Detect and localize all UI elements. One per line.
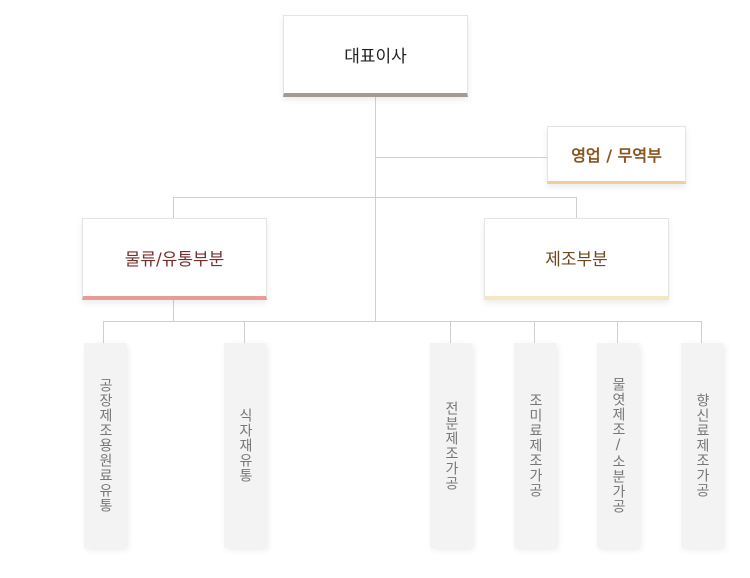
unit-box: 식자재유통 — [224, 343, 266, 548]
connector-line — [244, 321, 245, 343]
ceo-box: 대표이사 — [283, 15, 468, 97]
connector-line — [534, 321, 535, 343]
ceo-label: 대표이사 — [344, 47, 407, 67]
connector-line — [617, 321, 618, 343]
sales-box: 영업 / 무역부 — [547, 126, 686, 184]
unit-box: 물엿제조/소분가공 — [597, 343, 639, 548]
connector-line — [375, 96, 376, 321]
connector-line — [173, 299, 174, 321]
manufacturing-label: 제조부분 — [545, 250, 608, 270]
unit-label: 조미료제조가공 — [527, 393, 543, 498]
unit-label: 식자재유통 — [237, 408, 253, 483]
unit-label: 물엿제조/소분가공 — [610, 377, 626, 514]
unit-label: 전분제조가공 — [443, 400, 459, 491]
unit-box: 공장제조용원료유통 — [84, 343, 126, 548]
unit-label: 공장제조용원료유통 — [97, 378, 113, 513]
unit-label: 향신료제조가공 — [694, 393, 710, 498]
connector-line — [103, 321, 702, 322]
connector-line — [173, 197, 577, 198]
unit-box: 향신료제조가공 — [681, 343, 723, 548]
logistics-box: 물류/유통부분 — [82, 218, 267, 300]
unit-box: 조미료제조가공 — [514, 343, 556, 548]
connector-line — [375, 157, 547, 158]
connector-line — [450, 321, 451, 343]
manufacturing-box: 제조부분 — [484, 218, 669, 300]
connector-line — [103, 321, 104, 343]
logistics-label: 물류/유통부분 — [124, 250, 225, 270]
sales-label: 영업 / 무역부 — [571, 146, 662, 165]
connector-line — [701, 321, 702, 343]
unit-box: 전분제조가공 — [430, 343, 472, 548]
connector-line — [173, 197, 174, 218]
connector-line — [576, 197, 577, 218]
